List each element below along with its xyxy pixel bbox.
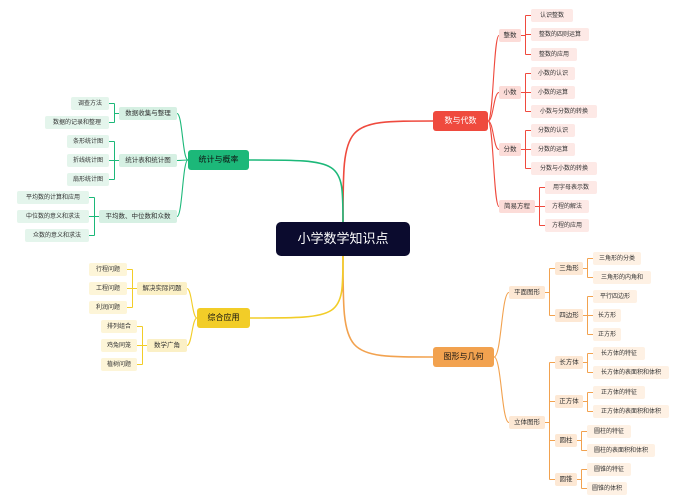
leaf-averages-3[interactable]: 众数的意义和求法	[25, 229, 89, 242]
leaf-cylinder-1[interactable]: 圆柱的特征	[587, 425, 631, 438]
leaf-cube-1[interactable]: 正方体的特征	[593, 386, 645, 399]
leaf-problems-3[interactable]: 利润问题	[89, 301, 127, 314]
leaf-cuboid-2[interactable]: 长方体的表面积和体积	[593, 366, 669, 379]
leaf-decimals-2[interactable]: 小数的运算	[531, 86, 575, 99]
root-node[interactable]: 小学数学知识点	[276, 222, 410, 256]
leaf-charts-2[interactable]: 折线统计图	[67, 154, 109, 167]
connector-branch-application	[249, 255, 344, 319]
leaf-charts-1[interactable]: 条形统计图	[67, 135, 109, 148]
connector-node-integers	[487, 34, 500, 122]
connector-node-math-wide-angle	[186, 317, 198, 347]
node-charts[interactable]: 统计表和统计图	[119, 154, 177, 167]
connector-plane	[493, 291, 510, 358]
node-plane-figures[interactable]: 平面图形	[509, 286, 545, 299]
leaf-equations-2[interactable]: 方程的解法	[545, 200, 589, 213]
leaf-math-wide-1[interactable]: 排列组合	[101, 320, 137, 333]
leaf-fractions-1[interactable]: 分数的认识	[531, 124, 575, 137]
leaf-fractions-2[interactable]: 分数的运算	[531, 143, 575, 156]
node-data-collection[interactable]: 数据收集与整理	[119, 107, 177, 120]
node-triangle[interactable]: 三角形	[555, 262, 583, 275]
node-cube[interactable]: 正方体	[555, 395, 583, 408]
leaf-fractions-3[interactable]: 分数与小数的转换	[531, 162, 597, 175]
connector-node-decimals	[487, 91, 500, 122]
connector-node-averages	[176, 159, 189, 218]
leaf-quadrilateral-1[interactable]: 平行四边形	[593, 290, 637, 303]
leaf-averages-1[interactable]: 平均数的计算和应用	[17, 191, 89, 204]
leaf-cube-2[interactable]: 正方体的表面积和体积	[593, 405, 669, 418]
leaf-integers-3[interactable]: 整数的应用	[531, 48, 577, 61]
leaf-math-wide-3[interactable]: 植树问题	[101, 358, 137, 371]
connector-node-data-collection	[176, 112, 189, 161]
node-cone[interactable]: 圆锥	[555, 473, 577, 486]
node-quadrilateral[interactable]: 四边形	[555, 309, 583, 322]
leaf-cuboid-1[interactable]: 长方体的特征	[593, 347, 645, 360]
leaf-problems-2[interactable]: 工程问题	[89, 282, 127, 295]
connector-node-practical-problems	[186, 287, 198, 319]
node-cuboid[interactable]: 长方体	[555, 356, 583, 369]
leaf-quadrilateral-3[interactable]: 正方形	[593, 328, 621, 341]
connector-node-equations	[487, 120, 500, 208]
leaf-cone-2[interactable]: 圆锥的体积	[587, 482, 627, 495]
leaf-triangle-1[interactable]: 三角形的分类	[593, 252, 641, 265]
node-fractions[interactable]: 分数	[499, 143, 521, 156]
leaf-triangle-2[interactable]: 三角形的内角和	[593, 271, 651, 284]
connector-node-charts	[176, 159, 189, 162]
node-solid-figures[interactable]: 立体图形	[509, 416, 545, 429]
leaf-decimals-3[interactable]: 小数与分数的转换	[531, 105, 597, 118]
leaf-cone-1[interactable]: 圆锥的特征	[587, 463, 631, 476]
leaf-equations-1[interactable]: 用字母表示数	[545, 181, 597, 194]
branch-number-algebra[interactable]: 数与代数	[433, 111, 488, 131]
connector-branch-number-algebra	[342, 120, 434, 223]
leaf-math-wide-2[interactable]: 鸡兔同笼	[101, 339, 137, 352]
node-integers[interactable]: 整数	[499, 29, 521, 42]
node-math-wide-angle[interactable]: 数学广角	[147, 339, 187, 352]
branch-application[interactable]: 综合应用	[197, 308, 250, 328]
branch-statistics[interactable]: 统计与概率	[188, 150, 249, 170]
leaf-decimals-1[interactable]: 小数的认识	[531, 67, 575, 80]
connector-branch-geometry	[342, 255, 434, 358]
leaf-equations-3[interactable]: 方程的应用	[545, 219, 589, 232]
leaf-cylinder-2[interactable]: 圆柱的表面积和体积	[587, 444, 655, 457]
connector-branch-statistics	[248, 159, 344, 223]
leaf-integers-2[interactable]: 整数的四则运算	[531, 28, 589, 41]
leaf-charts-3[interactable]: 扇形统计图	[67, 173, 109, 186]
leaf-integers-1[interactable]: 认识整数	[531, 9, 573, 22]
node-equations[interactable]: 简易方程	[499, 200, 535, 213]
leaf-quadrilateral-2[interactable]: 长方形	[593, 309, 621, 322]
leaf-problems-1[interactable]: 行程问题	[89, 263, 127, 276]
branch-geometry[interactable]: 图形与几何	[433, 347, 494, 367]
leaf-averages-2[interactable]: 中位数的意义和求法	[17, 210, 89, 223]
connector-solid	[493, 356, 510, 424]
node-averages[interactable]: 平均数、中位数和众数	[99, 210, 177, 223]
leaf-collection-1[interactable]: 调查方法	[71, 97, 109, 110]
node-decimals[interactable]: 小数	[499, 86, 521, 99]
node-cylinder[interactable]: 圆柱	[555, 434, 577, 447]
node-practical-problems[interactable]: 解决实际问题	[137, 282, 187, 295]
leaf-collection-2[interactable]: 数据的记录和整理	[45, 116, 109, 129]
